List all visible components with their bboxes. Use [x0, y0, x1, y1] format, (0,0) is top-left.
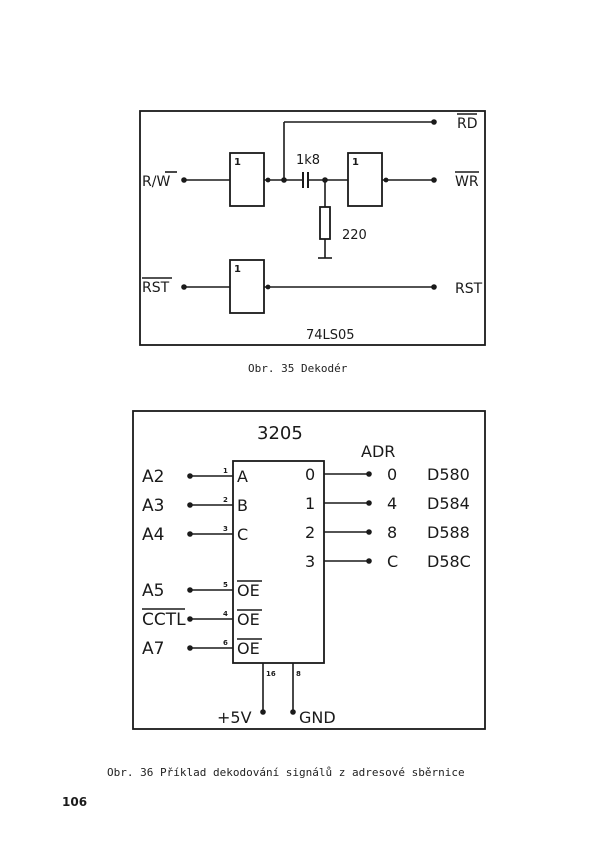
wr-terminal [431, 177, 437, 183]
wr-output-label: WR [455, 174, 479, 190]
pin-number-a2: 1 [223, 467, 228, 475]
gnd-terminal [290, 709, 296, 715]
capacitor-label: 1k8 [296, 153, 320, 168]
adr-value-1: 4 [387, 494, 397, 513]
input-terminal-a7 [187, 645, 193, 651]
pin-name-a4: C [237, 525, 248, 544]
output-terminal-3 [366, 558, 372, 564]
gnd-pin-number: 8 [296, 670, 301, 678]
rst-output-label: RST [455, 281, 483, 297]
input-terminal-a2 [187, 473, 193, 479]
input-label-a3: A3 [142, 496, 164, 516]
output-pin-0: 0 [305, 465, 315, 484]
output-terminal-1 [366, 500, 372, 506]
rd-output-label: RD [457, 116, 478, 132]
input-terminal-a5 [187, 587, 193, 593]
vcc-pin-number: 16 [266, 670, 276, 678]
pin-number-a4: 3 [223, 525, 228, 533]
pin-number-a5: 5 [223, 581, 228, 589]
pin-number-a3: 2 [223, 496, 228, 504]
adr-header: ADR [361, 442, 395, 461]
rd-terminal [431, 119, 437, 125]
pin-name-a5: OE [237, 581, 260, 600]
input-terminal-a4 [187, 531, 193, 537]
chip-3205-body [232, 460, 325, 664]
rst-input-label: RST [142, 280, 170, 296]
figure-35-decoder: R/W 1 RD 1k8 220 1 WR RST [139, 110, 486, 346]
output-pin-2: 2 [305, 523, 315, 542]
decoded-address-0: D580 [427, 465, 470, 484]
vcc-terminal [260, 709, 266, 715]
gate-3-label: 1 [234, 264, 241, 275]
rw-input-label: R/W [142, 174, 170, 190]
output-pin-group: 0 0 D580 1 4 D584 2 8 D588 3 C D58C [305, 465, 471, 571]
gate-2-label: 1 [352, 157, 359, 168]
output-terminal-2 [366, 529, 372, 535]
rst-output-terminal [431, 284, 437, 290]
gate-2-out-node [383, 177, 389, 183]
resistor [319, 206, 331, 240]
pin-number-cctl: 4 [223, 610, 228, 618]
pin-name-a2: A [237, 467, 248, 486]
rst-input-terminal [181, 284, 187, 290]
pin-name-a3: B [237, 496, 248, 515]
pin-number-a7: 6 [223, 639, 228, 647]
input-label-cctl: CCTL [142, 610, 186, 630]
input-label-a7: A7 [142, 639, 164, 659]
figure-35-caption: Obr. 35 Dekodér [248, 362, 348, 375]
page-number: 106 [62, 795, 88, 809]
rw-terminal [181, 177, 187, 183]
pin-name-a7: OE [237, 639, 260, 658]
decoded-address-3: D58C [427, 552, 471, 571]
chip-label-74ls05: 74LS05 [306, 328, 355, 343]
input-terminal-a3 [187, 502, 193, 508]
figure-36-frame [132, 410, 486, 730]
output-terminal-0 [366, 471, 372, 477]
figure-36-caption: Obr. 36 Příklad dekodování signálů z adr… [107, 766, 465, 779]
input-label-a5: A5 [142, 581, 164, 601]
inverter-gate-3 [229, 259, 265, 314]
resistor-label: 220 [342, 228, 367, 243]
vcc-label: +5V [217, 708, 252, 727]
gate-1-label: 1 [234, 157, 241, 168]
decoded-address-2: D588 [427, 523, 470, 542]
decoded-address-1: D584 [427, 494, 470, 513]
output-pin-3: 3 [305, 552, 315, 571]
input-terminal-cctl [187, 616, 193, 622]
chip-label-3205: 3205 [257, 423, 303, 444]
input-label-a2: A2 [142, 467, 164, 487]
adr-value-2: 8 [387, 523, 397, 542]
input-label-a4: A4 [142, 525, 164, 545]
pin-name-cctl: OE [237, 610, 260, 629]
gnd-label: GND [299, 708, 336, 727]
gate-1-out-node [265, 177, 271, 183]
adr-value-3: C [387, 552, 398, 571]
adr-value-0: 0 [387, 465, 397, 484]
gate-3-out-node [265, 284, 271, 290]
figure-35-frame [139, 110, 486, 346]
output-pin-1: 1 [305, 494, 315, 513]
